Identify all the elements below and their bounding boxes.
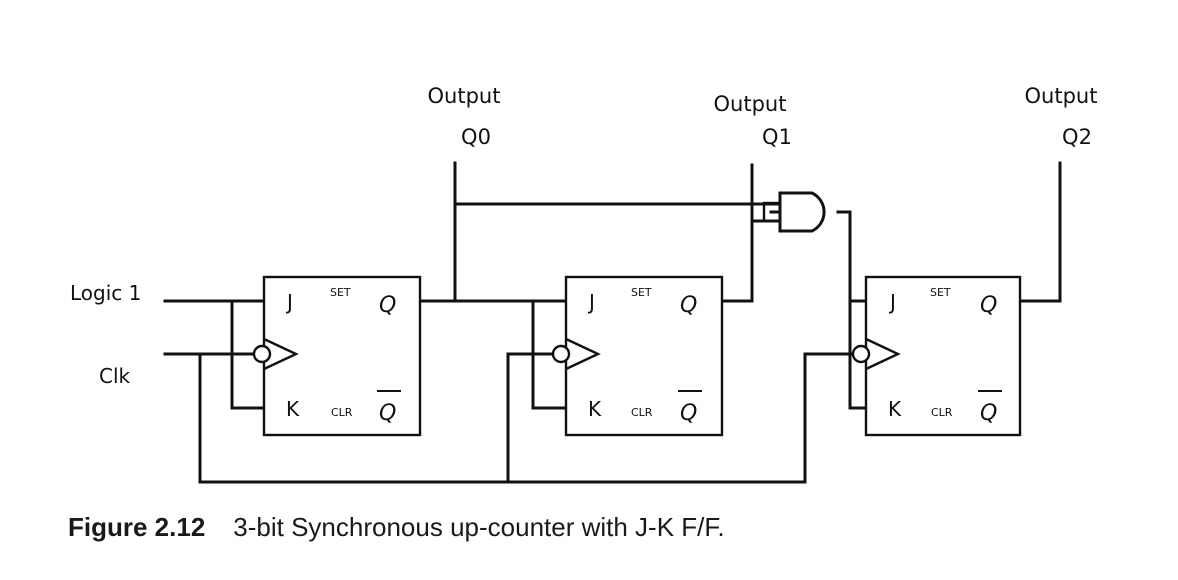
ff1-q-pin: Q bbox=[680, 293, 697, 318]
and-output-wire bbox=[836, 210, 866, 410]
ff1-qbar-pin: Q bbox=[680, 401, 697, 426]
ff0-qbar-pin: Q bbox=[379, 401, 396, 426]
ff2-k-pin: K bbox=[888, 397, 902, 421]
ff1-k-pin: K bbox=[588, 397, 602, 421]
ff2-j-pin: J bbox=[888, 290, 896, 314]
clock-wire bbox=[163, 352, 854, 484]
figure-caption-text: 3-bit Synchronous up-counter with J-K F/… bbox=[233, 512, 725, 542]
ff1-j-pin: J bbox=[587, 290, 595, 314]
clk-label: Clk bbox=[99, 364, 131, 388]
output-q1-name: Q1 bbox=[762, 125, 792, 149]
q1-wire bbox=[720, 163, 782, 303]
output-q2-title: Output bbox=[1025, 84, 1098, 108]
ff0-j-pin: J bbox=[285, 290, 293, 314]
output-q0-name: Q0 bbox=[461, 125, 491, 149]
q2-wire bbox=[1018, 161, 1062, 303]
ff0-q-pin: Q bbox=[379, 293, 396, 318]
ff2-q-pin: Q bbox=[980, 293, 997, 318]
ff2-set-pin: SET bbox=[930, 286, 951, 299]
flip-flop-1: J K SET CLR Q Q bbox=[551, 275, 724, 437]
ff1-clr-pin: CLR bbox=[631, 406, 653, 419]
logic-1-wire bbox=[163, 299, 264, 410]
figure-caption: Figure 2.12 3-bit Synchronous up-counter … bbox=[68, 512, 725, 543]
q0-wire bbox=[418, 161, 782, 410]
output-q2-name: Q2 bbox=[1062, 125, 1092, 149]
logic-1-label: Logic 1 bbox=[70, 281, 141, 305]
flip-flop-0: J K SET CLR Q Q bbox=[252, 275, 422, 437]
flip-flop-2: J K SET CLR Q Q bbox=[851, 275, 1022, 437]
ff0-k-pin: K bbox=[286, 397, 300, 421]
ff1-set-pin: SET bbox=[631, 286, 652, 299]
figure-number: Figure 2.12 bbox=[68, 512, 206, 542]
output-q1-title: Output bbox=[714, 92, 787, 116]
counter-circuit-diagram: Output Q0 Output Q1 Output Q2 Logic 1 Cl… bbox=[70, 84, 1098, 484]
ff0-clr-pin: CLR bbox=[331, 406, 353, 419]
ff2-clr-pin: CLR bbox=[931, 406, 953, 419]
and-gate bbox=[762, 191, 826, 233]
output-q0-title: Output bbox=[428, 84, 501, 108]
ff2-qbar-pin: Q bbox=[980, 401, 997, 426]
ff0-set-pin: SET bbox=[330, 286, 351, 299]
